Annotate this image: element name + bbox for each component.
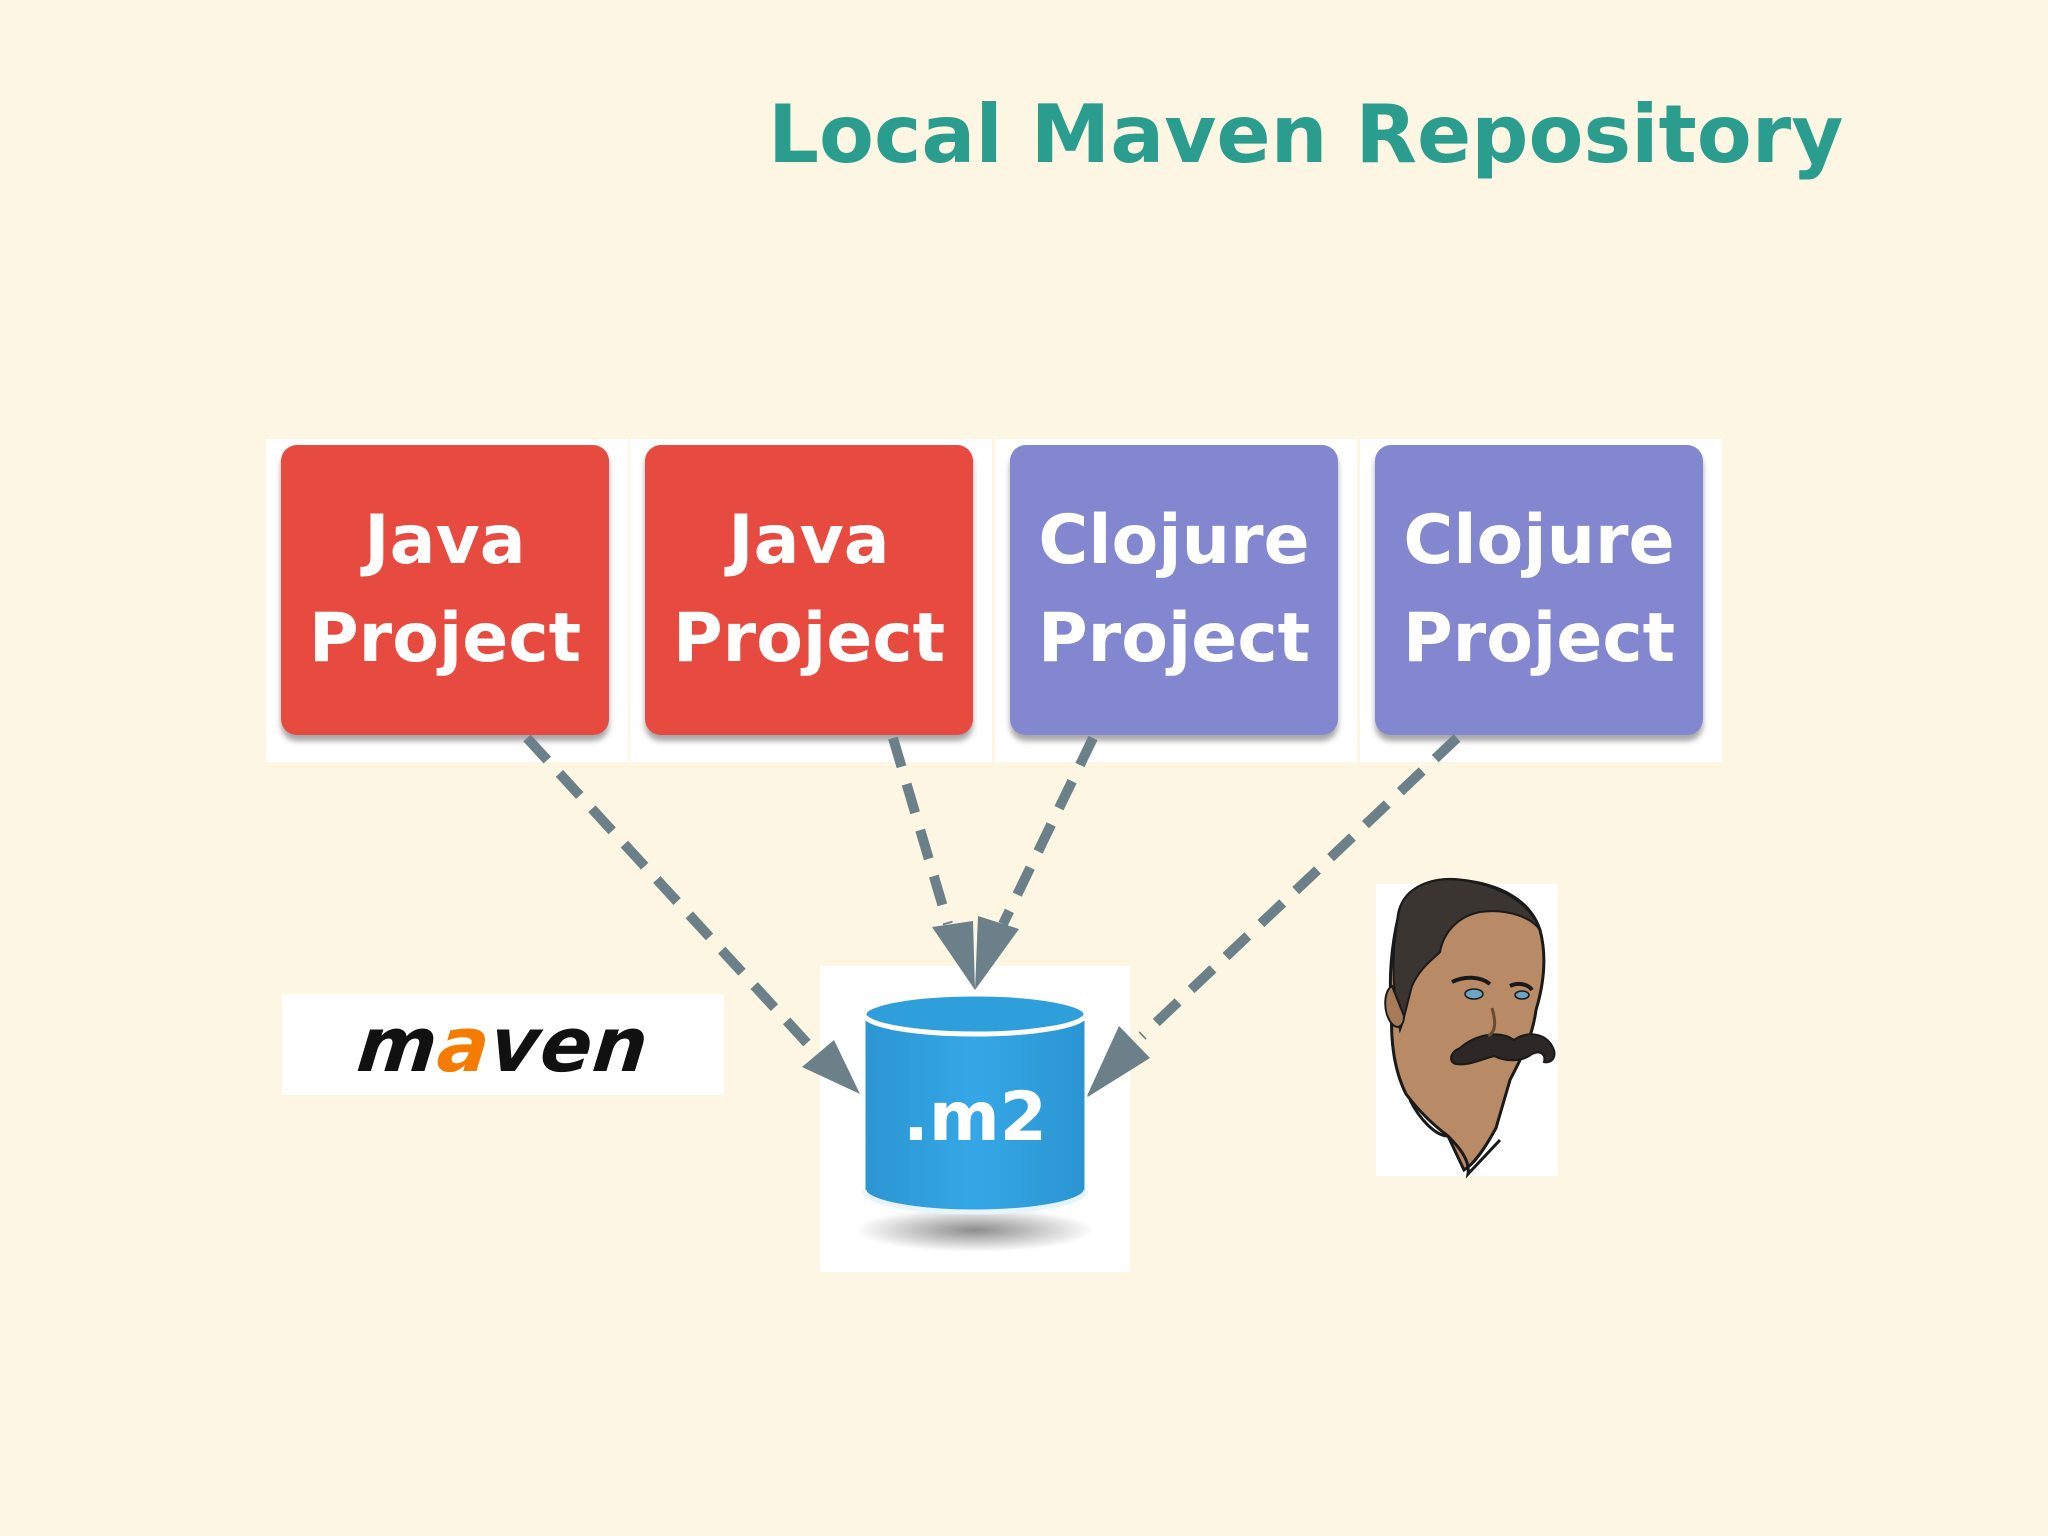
arrow-head-java-2 <box>932 921 975 990</box>
arrow-clojure-1 <box>998 735 1098 927</box>
repository-label: .m2 <box>902 1078 1047 1157</box>
clojure-project-box-1: Clojure Project <box>1010 445 1338 735</box>
page-title: Local Maven Repository <box>768 88 1844 181</box>
arrows <box>523 734 1461 1070</box>
arrow-clojure-2 <box>1138 734 1461 1040</box>
project-label-line1: Clojure <box>1038 501 1310 580</box>
clojure-project-box-2: Clojure Project <box>1375 445 1703 735</box>
maven-logo: maven <box>282 994 724 1095</box>
project-label-line1: Clojure <box>1403 501 1675 580</box>
arrow-head-clojure-1 <box>975 916 1019 990</box>
arrow-head-java-1 <box>802 1040 860 1094</box>
project-label-line2: Project <box>1037 599 1311 678</box>
project-label-line2: Project <box>308 599 582 678</box>
leiningen-mascot-icon <box>1384 877 1556 1179</box>
project-label-line2: Project <box>1402 599 1676 678</box>
arrow-java-2 <box>888 736 953 926</box>
java-project-box-2: Java Project <box>645 445 973 735</box>
database-icon <box>855 991 1095 1252</box>
arrow-java-1 <box>523 734 832 1070</box>
arrow-head-clojure-2 <box>1086 1026 1150 1098</box>
project-label-line1: Java <box>364 501 526 580</box>
java-project-box-1: Java Project <box>281 445 609 735</box>
project-label-line1: Java <box>728 501 890 580</box>
project-label-line2: Project <box>672 599 946 678</box>
